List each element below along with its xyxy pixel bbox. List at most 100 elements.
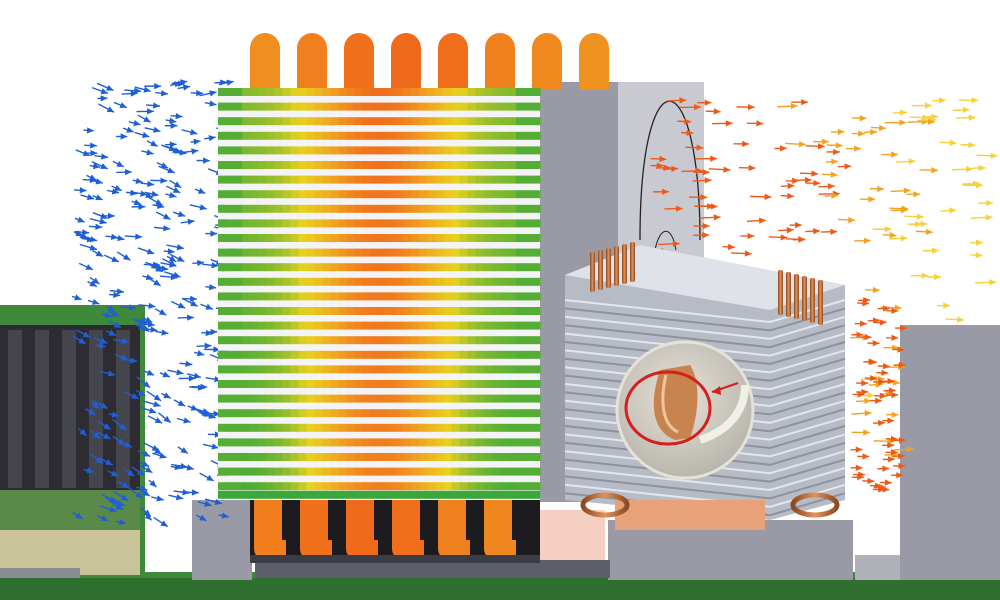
arrow-icon-head (888, 387, 896, 394)
fin-gap (218, 388, 540, 395)
fin-segment (387, 219, 396, 228)
fin-segment (242, 365, 251, 374)
arrow-icon-head (117, 234, 125, 242)
fin-segment (338, 277, 348, 286)
arrow-icon-head (813, 179, 821, 187)
fin-segment (427, 219, 436, 228)
fin-segment (330, 263, 340, 272)
fin-segment (467, 321, 477, 330)
inflow-airflow-arrows (71, 79, 236, 528)
fin-segment (250, 453, 259, 461)
fin-segment (379, 423, 388, 432)
fin-segment (403, 248, 412, 257)
arrow-icon-head (908, 158, 916, 165)
fin-segment (234, 131, 243, 140)
arrow-icon-head (169, 192, 177, 199)
fin-gap (218, 475, 540, 483)
fin-segment (419, 102, 428, 111)
arrow-icon-head (883, 305, 890, 312)
arrow-icon-head (858, 471, 865, 478)
arrow-icon-head (848, 216, 856, 224)
fin-segment (346, 365, 356, 374)
arrow-icon-head (121, 337, 129, 345)
fin-segment (282, 204, 292, 213)
fin-gap (218, 417, 540, 424)
fin-segment (387, 263, 396, 272)
fin-segment (346, 467, 356, 476)
fin-segment (258, 307, 267, 315)
fin-segment (507, 263, 517, 272)
heatpipe-icon (810, 278, 815, 323)
fin-segment (298, 394, 308, 403)
fin-segment (419, 438, 428, 447)
fin-segment (226, 336, 235, 345)
arrow-icon-head (747, 232, 755, 240)
fin-segment (226, 350, 235, 359)
fin-segment (443, 146, 453, 155)
fin-segment (475, 146, 485, 155)
arrow-icon-head (172, 147, 180, 154)
fin-segment (419, 131, 428, 140)
fin-segment (523, 321, 533, 330)
arrow-icon-head (827, 183, 835, 190)
arrow-icon-head (146, 149, 154, 156)
fin-segment (515, 263, 525, 272)
fin-segment (419, 350, 428, 359)
arrow-icon-head (127, 469, 135, 477)
fin-segment (282, 219, 292, 228)
fin-segment (443, 409, 453, 418)
fin-segment (266, 234, 275, 242)
arrow-icon-head (859, 115, 867, 122)
fin-segment (523, 292, 533, 301)
arrow-icon-head (891, 151, 898, 158)
fin-segment (475, 219, 485, 228)
fin-segment (387, 423, 396, 432)
fin-segment (411, 234, 420, 242)
fin-segment (419, 365, 428, 374)
fin-segment (306, 467, 316, 476)
fin-segment (234, 482, 243, 491)
fin-segment (491, 263, 501, 272)
inset-heatpipe-loop-right (790, 492, 840, 518)
fin-segment (370, 307, 380, 315)
heatpipe-icon (297, 33, 327, 90)
fin-segment (427, 175, 436, 184)
arrow-icon-head (901, 205, 909, 212)
fin-segment (274, 307, 283, 315)
fin-segment (491, 248, 501, 257)
main-heatsink-fin-stack (218, 88, 541, 499)
fin-segment (435, 161, 444, 169)
fin-segment (523, 263, 533, 272)
inset-fin (564, 349, 846, 374)
fin-segment (274, 423, 283, 432)
fin-segment (370, 453, 380, 461)
fin-segment (379, 88, 388, 96)
fin-segment (435, 453, 444, 461)
fin-segment (242, 350, 251, 359)
fin-segment (459, 190, 469, 199)
fin-gap (218, 212, 540, 220)
fin-segment (282, 131, 292, 140)
arrow-icon-head (146, 369, 155, 376)
fin-segment (467, 380, 477, 388)
fin-segment (387, 350, 396, 359)
arrow-icon-head (221, 512, 229, 519)
fin-segment (435, 350, 444, 359)
fin-segment (523, 453, 533, 461)
fin-segment (266, 292, 275, 301)
fin-segment (218, 219, 227, 228)
fin-segment (459, 204, 469, 213)
fin-segment (387, 190, 396, 199)
arrow-icon-head (899, 119, 907, 126)
fin-segment (395, 321, 404, 330)
fin-segment (443, 102, 453, 111)
fin-segment (411, 146, 420, 155)
fin-segment (483, 131, 493, 140)
fin-segment (290, 190, 300, 199)
fin-segment (234, 336, 243, 345)
fin-segment (330, 423, 340, 432)
fin-segment (218, 190, 227, 199)
fin-segment (266, 204, 275, 213)
fin-segment (226, 409, 235, 418)
fin-segment (507, 131, 517, 140)
